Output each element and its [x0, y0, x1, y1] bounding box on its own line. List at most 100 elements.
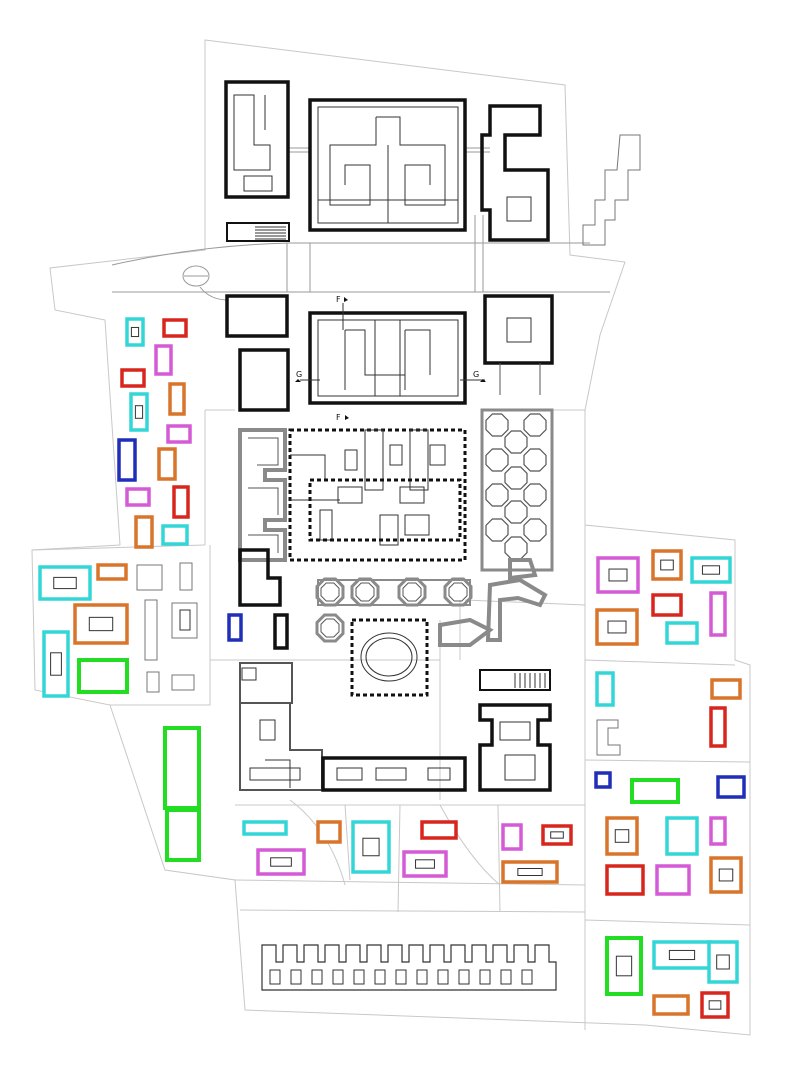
building-mid-right-tower	[483, 294, 554, 395]
property-marker-blue	[716, 775, 746, 799]
property-marker-orange	[96, 563, 128, 581]
property-marker-green	[630, 778, 680, 804]
comb-cell	[311, 969, 323, 985]
property-marker-green	[605, 936, 643, 996]
building-mid-left	[225, 294, 290, 412]
octagon-cell	[504, 536, 528, 560]
comb-cell	[290, 969, 302, 985]
building-comb-bottom	[261, 944, 557, 991]
property-marker-orange	[651, 549, 683, 581]
octagon-cell	[504, 500, 528, 524]
comb-cell	[458, 969, 470, 985]
octagon-cell-inner	[402, 582, 422, 602]
octagon-cell	[523, 448, 547, 472]
octagon-cell	[523, 483, 547, 507]
property-marker-magenta	[402, 850, 448, 878]
property-marker-orange	[168, 382, 186, 416]
comb-cell	[416, 969, 428, 985]
property-marker-red	[172, 485, 190, 519]
property-marker-cyan	[707, 940, 739, 984]
property-marker-green	[165, 808, 201, 862]
property-marker-cyan	[42, 630, 70, 698]
property-marker-red	[651, 593, 683, 617]
roundabout	[182, 265, 210, 287]
octagon-cell-inner	[320, 618, 340, 638]
section-marker-g-left: G	[296, 370, 302, 379]
property-marker-magenta	[596, 556, 640, 594]
octagon-cell	[485, 413, 509, 437]
section-marker-f-bottom: F	[336, 413, 341, 422]
octagon-cell	[485, 518, 509, 542]
property-marker-orange	[134, 515, 154, 549]
building-central-dashed	[288, 428, 467, 562]
property-marker-magenta	[655, 864, 691, 896]
property-marker-red	[120, 368, 146, 388]
octagon-cell	[485, 448, 509, 472]
building-top-left	[224, 80, 290, 199]
property-marker-orange	[316, 820, 342, 844]
building-dome	[350, 618, 429, 697]
comb-cell	[269, 969, 281, 985]
property-marker-cyan	[161, 524, 189, 546]
property-marker-red	[605, 864, 645, 896]
property-marker-orange	[652, 994, 690, 1016]
colored-markers	[38, 317, 746, 1019]
octagon-row-bottom	[315, 577, 473, 643]
property-marker-cyan	[690, 556, 732, 584]
property-marker-orange	[157, 447, 177, 481]
octagon-cell	[504, 466, 528, 490]
octagon-cell	[315, 613, 345, 643]
property-marker-cyan	[652, 940, 712, 970]
building-long-bottom	[321, 756, 467, 792]
property-marker-magenta	[256, 848, 306, 876]
comb-cell	[479, 969, 491, 985]
octagon-cell	[485, 483, 509, 507]
octagon-grid	[480, 408, 554, 572]
property-marker-blue	[227, 613, 243, 642]
octagon-cell-inner	[448, 582, 468, 602]
comb-cell	[500, 969, 512, 985]
property-marker-red	[162, 318, 188, 338]
building-bottom-right	[478, 669, 552, 792]
property-marker-orange	[710, 678, 742, 700]
property-marker-cyan	[665, 621, 699, 645]
property-marker-red	[709, 706, 727, 748]
property-marker-cyan	[125, 317, 145, 347]
comb-cell	[353, 969, 365, 985]
property-marker-orange	[501, 860, 559, 884]
property-marker-orange	[595, 608, 639, 646]
property-marker-cyan	[665, 816, 699, 856]
property-marker-red	[420, 820, 458, 840]
property-marker-magenta	[166, 424, 192, 444]
property-marker-blue	[594, 771, 612, 789]
comb-cell	[395, 969, 407, 985]
building-lower-left-grey	[239, 662, 323, 791]
stair-block	[226, 222, 290, 242]
stepped-outline	[582, 134, 641, 246]
property-marker-magenta	[154, 344, 173, 376]
comb-cell	[332, 969, 344, 985]
property-marker-cyan	[595, 671, 615, 707]
octagon-cell	[504, 430, 528, 454]
building-mid-center	[300, 303, 485, 405]
property-marker-magenta	[125, 487, 151, 507]
octagon-cell-inner	[320, 582, 340, 602]
property-marker-orange	[605, 816, 639, 856]
building-grey-comb	[238, 428, 287, 562]
octagon-cell-inner	[355, 582, 375, 602]
building-grey-corridor	[438, 558, 548, 647]
buildings-right-plain	[596, 719, 621, 756]
buildings-left-plain	[136, 562, 198, 693]
octagon-cell	[523, 518, 547, 542]
section-marker-f-top: F	[336, 295, 341, 304]
property-marker-red	[541, 824, 573, 846]
octagon-cell	[523, 413, 547, 437]
site-boundary	[31, 39, 751, 1036]
property-marker-red	[700, 991, 730, 1019]
road	[111, 147, 610, 301]
property-marker-cyan	[351, 820, 391, 874]
comb-cell	[374, 969, 386, 985]
section-marker-g-right: G	[473, 370, 479, 379]
property-marker-blue	[117, 438, 137, 482]
